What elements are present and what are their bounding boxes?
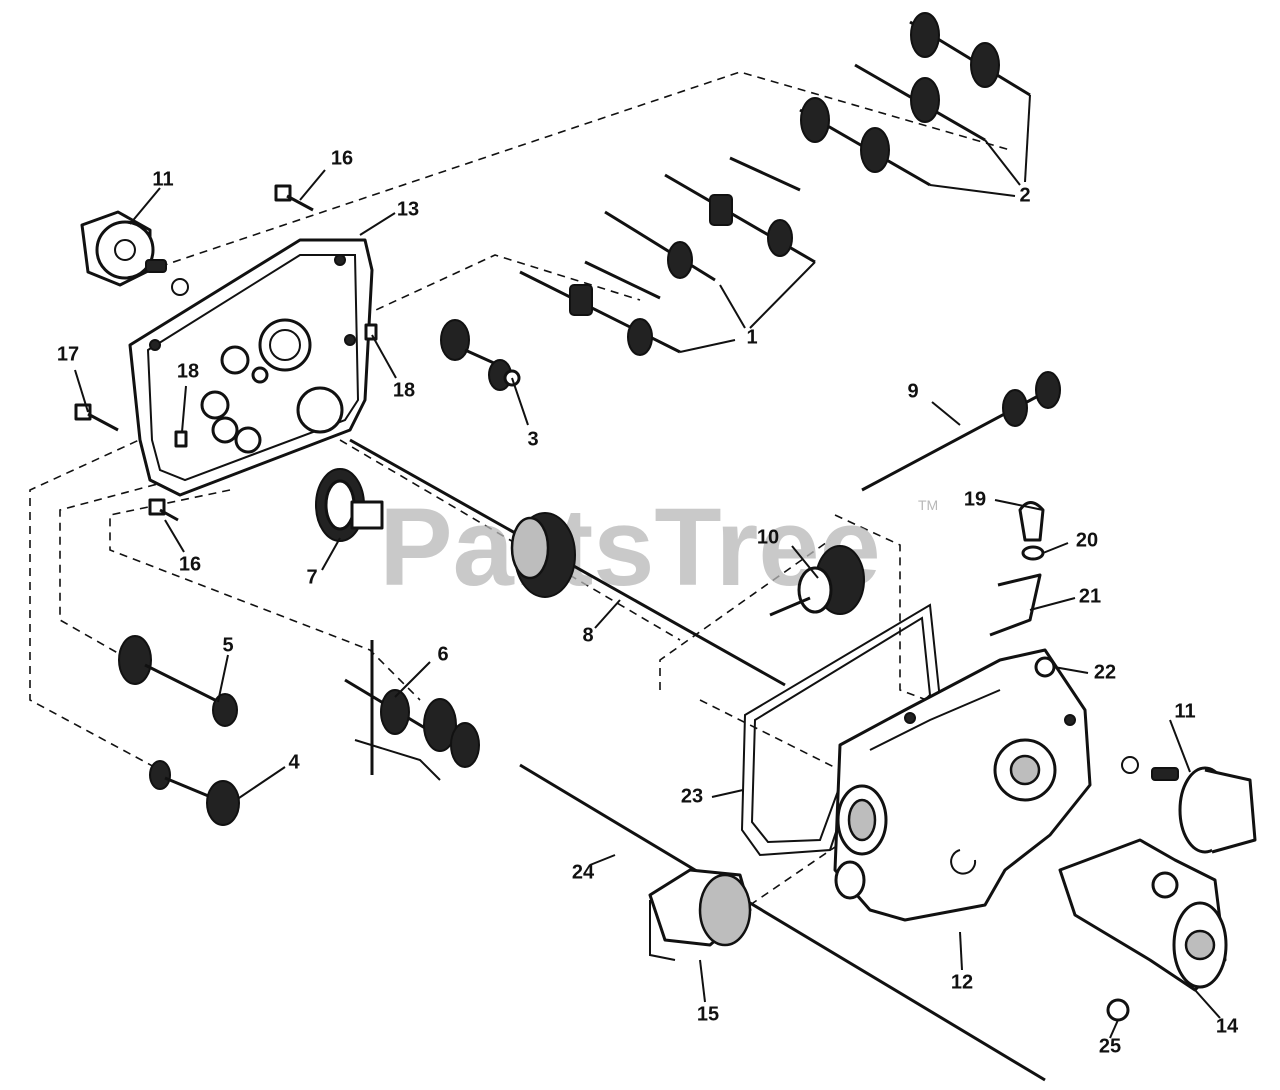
part-2-upper-shafts [799, 12, 1031, 187]
part-12-main-housing [833, 648, 1092, 922]
part-17-bolt [74, 403, 119, 432]
callout-labels: 1 2 3 4 5 6 7 8 9 10 11 11 12 13 14 15 1… [57, 147, 1239, 1057]
callout-14: 14 [1216, 1015, 1239, 1037]
part-14-axle-housing [1058, 838, 1228, 992]
callout-24: 24 [572, 861, 595, 883]
part-8-axle-shaft [349, 438, 786, 687]
part-5-shaft [118, 635, 238, 727]
callout-10: 10 [757, 526, 779, 548]
part-24-rod [519, 763, 1046, 1082]
part-11-housing-left [80, 210, 189, 296]
part-4-shaft [149, 760, 240, 826]
part-16-bolt-top [274, 184, 314, 212]
part-13-case-cover [128, 238, 374, 497]
part-9-long-shaft [861, 371, 1061, 492]
watermark: PartsTree TM [379, 486, 938, 609]
callout-11-right: 11 [1174, 700, 1195, 722]
callout-2: 2 [1019, 184, 1030, 206]
svg-text:PartsTree: PartsTree [379, 486, 880, 609]
callout-11-left: 11 [152, 168, 173, 190]
callout-20: 20 [1076, 529, 1098, 551]
callout-16-bottom: 16 [179, 553, 201, 575]
part-7-gear [315, 468, 384, 542]
callout-18-right: 18 [393, 379, 415, 401]
callout-8: 8 [582, 624, 593, 646]
assembly-guide-lines [29, 71, 1011, 906]
callout-15: 15 [697, 1003, 719, 1025]
part-6-shift-fork [344, 640, 480, 781]
callout-4: 4 [288, 751, 300, 773]
leader-lines [74, 94, 1221, 1039]
part-22-nut [1034, 656, 1056, 678]
callout-21: 21 [1079, 585, 1101, 607]
callout-19: 19 [964, 488, 986, 510]
callout-25: 25 [1099, 1035, 1121, 1057]
part-20-washer [1021, 545, 1045, 561]
callout-1: 1 [746, 326, 757, 348]
callout-5: 5 [222, 634, 233, 656]
part-15-bracket [648, 868, 752, 961]
callout-17: 17 [57, 343, 79, 365]
part-3-idler-shaft [440, 319, 521, 391]
callout-13: 13 [397, 198, 419, 220]
callout-6: 6 [437, 643, 448, 665]
part-25-nut [1106, 998, 1130, 1022]
part-11-housing-right [1121, 756, 1257, 854]
part-1-shift-shafts [519, 156, 816, 356]
svg-text:TM: TM [918, 497, 938, 513]
callout-23: 23 [681, 785, 703, 807]
callout-3: 3 [527, 428, 538, 450]
part-16-bolt-bottom [148, 498, 179, 522]
callout-12: 12 [951, 971, 973, 993]
part-10-gear [769, 545, 865, 617]
small-hardware [989, 501, 1130, 1022]
callout-22: 22 [1094, 661, 1116, 683]
callout-7: 7 [306, 566, 317, 588]
callout-16-top: 16 [331, 147, 353, 169]
part-18-dowel-pins [174, 323, 378, 448]
callout-9: 9 [907, 380, 918, 402]
part-21-bracket [989, 573, 1042, 637]
callout-18-left: 18 [177, 360, 199, 382]
